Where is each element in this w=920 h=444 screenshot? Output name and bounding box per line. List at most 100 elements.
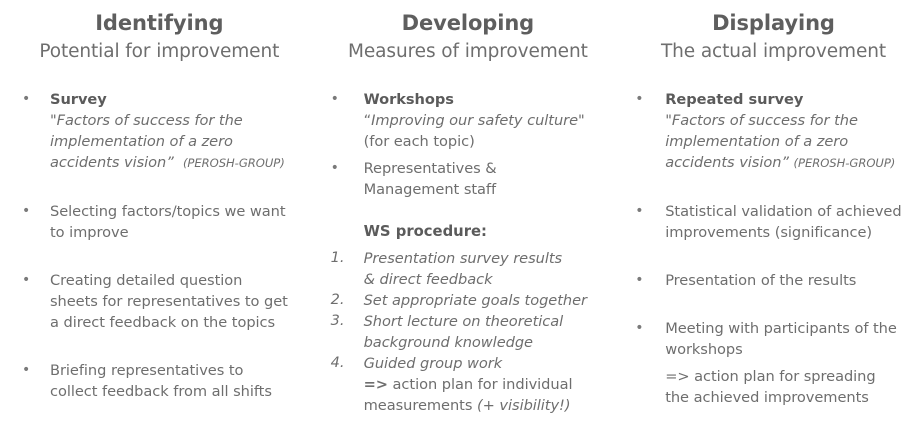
bullet-icon: • [330,91,339,107]
outcome-line: measurements (+ visibility!) [364,395,606,416]
source-attribution: (PEROSH-GROUP) [793,156,896,170]
column-3-header: Displaying The actual improvement [635,0,912,64]
item-line: to improve [50,224,129,241]
arrow-glyph: => [665,368,690,385]
bullet-item-selecting-factors: • Selecting factors/topics we want to im… [22,201,297,243]
list-item: 2. Set appropriate goals together [331,290,606,311]
outcome-line: the achieved improvements [665,389,869,406]
bullet-icon: • [22,91,31,107]
item-line: a direct feedback on the topics [50,314,276,331]
item-line: & direct feedback [363,271,493,288]
list-item: • Meeting with participants of the works… [635,318,912,408]
list-item: • Creating detailed question sheets for … [22,270,297,333]
list-item: • Presentation of the results [635,270,912,291]
column-2-header: Developing Measures of improvement [331,0,606,64]
bullet-icon: • [635,91,644,107]
ws-procedure-heading-row: WS procedure: [331,221,606,242]
list-item: 1. Presentation survey results & direct … [331,248,606,290]
list-item: • Repeated survey "Factors of success fo… [635,89,912,174]
column-2-body: • Workshops “Improving our safety cultur… [331,89,606,416]
item-line: Presentation survey results [363,250,563,267]
quote-line: accidents vision” [50,154,174,171]
list-item: • Selecting factors/topics we want to im… [22,201,297,243]
item-lead-label: Survey [50,91,107,108]
outcome-line: => action plan for individual [364,374,606,395]
spacer [22,333,297,360]
quote-line: accidents vision” [665,154,789,171]
bullet-icon: • [635,272,644,288]
list-item: • Briefing representatives to collect fe… [22,360,297,402]
item-line: sheets for representatives to get [50,293,288,310]
column-1-body: • Survey "Factors of success for the imp… [22,89,297,402]
list-number: 4. [330,355,345,371]
list-item: 3. Short lecture on theoretical backgrou… [331,311,606,353]
bullet-item-creating-question-sheets: • Creating detailed question sheets for … [22,270,297,333]
column-1-subtitle: Potential for improvement [39,41,280,62]
quote-line: implementation of a zero [665,133,849,150]
item-line: (for each topic) [363,133,475,150]
bullet-item-workshops: • Workshops “Improving our safety cultur… [331,89,606,152]
list-item: • Statistical validation of achieved imp… [635,201,912,243]
item-line: Briefing representatives to [50,362,244,379]
column-3-body: • Repeated survey "Factors of success fo… [635,89,912,408]
outcome-text: measurements [363,397,478,414]
ws-procedure-heading: WS procedure: [363,223,487,240]
outcome-note: (+ visibility!) [477,397,571,414]
bullet-item-representatives-management: • Representatives & Management staff [331,158,606,200]
spacer [635,291,912,318]
bullet-item-presentation-results: • Presentation of the results [635,270,912,291]
quote-line: “Improving our safety culture" [364,110,606,131]
arrow-glyph: => [363,376,388,393]
outcome-text: action plan for spreading [689,368,876,385]
outcome-text: action plan for individual [387,376,573,393]
item-line: Meeting with participants of the [665,320,897,337]
list-number: 3. [330,313,345,329]
item-line: Representatives & [363,160,497,177]
item-line: collect feedback from all shifts [50,383,272,400]
list-item: • Survey "Factors of success for the imp… [22,89,297,174]
bullet-item-statistical-validation: • Statistical validation of achieved imp… [635,201,912,243]
numbered-item-2: 2. Set appropriate goals together [331,290,606,311]
column-1-header: Identifying Potential for improvement [22,0,297,64]
column-3-title: Displaying [712,11,835,35]
numbered-item-1: 1. Presentation survey results & direct … [331,248,606,290]
list-number: 1. [330,250,345,266]
source-attribution: (PEROSH-GROUP) [182,156,285,170]
column-1-title: Identifying [95,11,224,35]
spacer [635,243,912,270]
bullet-item-survey: • Survey "Factors of success for the imp… [22,89,297,174]
quote-line: "Factors of success for the [50,112,243,129]
quote-line: "Factors of success for the [665,112,858,129]
bullet-item-meeting-participants: • Meeting with participants of the works… [635,318,912,408]
quote-line-with-source: accidents vision” (PEROSH-GROUP) [665,152,912,174]
spacer [331,200,606,221]
column-2-title: Developing [401,11,535,35]
quote-line: implementation of a zero [50,133,233,150]
column-3-subtitle: The actual improvement [660,41,887,62]
item-line: Set appropriate goals together [363,292,587,309]
bullet-icon: • [22,203,31,219]
item-line: Guided group work [363,355,503,372]
numbered-item-4: 4. Guided group work => action plan for … [331,353,606,416]
list-item: • Representatives & Management staff [331,158,606,200]
bullet-icon: • [635,203,644,219]
list-item: • Workshops “Improving our safety cultur… [331,89,606,152]
item-line: background knowledge [363,334,533,351]
quote-text: Improving our safety culture [371,112,579,129]
quote-line-with-source: accidents vision” (PEROSH-GROUP) [50,152,297,174]
outcome-line: => action plan for spreading [665,366,912,387]
bullet-icon: • [330,160,339,176]
quote-open-mark: “ [363,112,372,129]
item-lead-label: Workshops [363,91,454,108]
column-developing: Developing Measures of improvement • Wor… [307,0,614,444]
item-line: workshops [665,341,743,358]
bullet-item-briefing-representatives: • Briefing representatives to collect fe… [22,360,297,402]
column-displaying: Displaying The actual improvement • Repe… [613,0,920,444]
item-line: Statistical validation of achieved [665,203,902,220]
item-line: Management staff [363,181,497,198]
numbered-item-3: 3. Short lecture on theoretical backgrou… [331,311,606,353]
bullet-icon: • [22,272,31,288]
spacer [635,174,912,201]
